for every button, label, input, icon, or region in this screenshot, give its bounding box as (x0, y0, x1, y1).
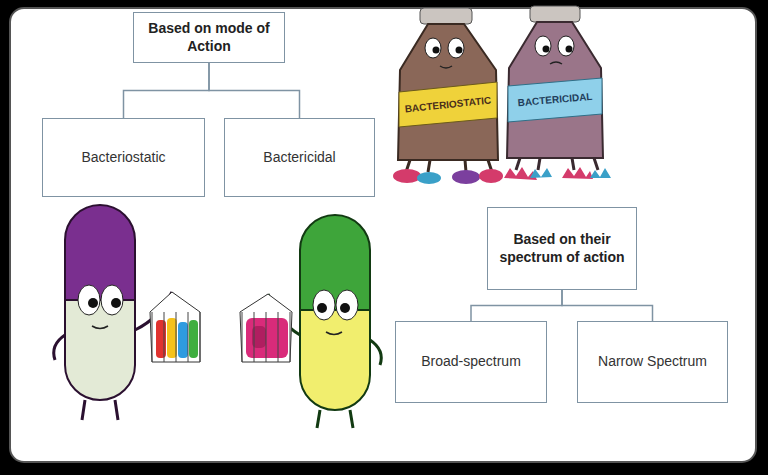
bactericidal-bottle (530, 168, 552, 178)
purple-capsule (111, 298, 121, 308)
bacteria-cage (178, 322, 188, 358)
bactericidal-bottle (558, 36, 574, 56)
green-capsule (317, 410, 353, 428)
bactericidal-bottle (516, 158, 598, 170)
bactericidal-bottle (507, 22, 603, 158)
class-label: Bactericidal (263, 149, 335, 167)
bacteriostatic-bottle (456, 47, 463, 54)
bacteriostatic-bottle (433, 47, 440, 54)
bactericidal-bottle (530, 6, 580, 22)
class-label: Bacteriostatic (81, 149, 165, 167)
bacteria-cage (246, 318, 288, 358)
frame (10, 8, 756, 462)
cage-bar (176, 312, 177, 362)
bactericidal-bottle (590, 168, 611, 178)
green-capsule (340, 303, 350, 313)
bactericidal-bottle (504, 167, 537, 180)
purple-capsule (65, 300, 135, 400)
green-capsule (370, 340, 381, 365)
green-capsule (317, 303, 327, 313)
class-box: Narrow Spectrum (577, 321, 728, 403)
bacteria-cage (150, 292, 200, 362)
class-label: Narrow Spectrum (598, 353, 707, 371)
purple-capsule (101, 285, 123, 315)
category-heading: Based on mode of Action (142, 20, 276, 55)
bacteria-cage (189, 320, 198, 358)
green-capsule (326, 332, 342, 335)
cage-bar (152, 312, 153, 362)
purple-capsule (82, 400, 118, 420)
cage-bar (200, 312, 201, 362)
cage-bar (290, 312, 291, 362)
purple-capsule (54, 335, 65, 360)
tree-connector (471, 290, 562, 321)
bactericidal-bottle (562, 167, 593, 179)
green-capsule (300, 310, 370, 410)
cage-bar (242, 312, 243, 362)
bacteria-cage (240, 294, 292, 362)
cage-bar (254, 312, 255, 362)
bacteriostatic-bottle (417, 172, 441, 184)
category-box: Based on their spectrum of action (487, 207, 637, 290)
bacteriostatic-bottle (425, 38, 441, 58)
bacteriostatic-bottle (479, 169, 503, 183)
bactericidal-bottle (504, 6, 611, 180)
cage-bar (188, 312, 189, 362)
bacteriostatic-bottle (393, 169, 421, 183)
cage-bar (266, 312, 267, 362)
bacteriostatic-bottle (440, 66, 452, 68)
cage-bars (152, 312, 290, 362)
bactericidal-bottle (550, 62, 562, 64)
cage-bar (164, 312, 165, 362)
tree-connector (562, 290, 653, 321)
class-box: Broad-spectrum (395, 321, 547, 403)
bacteriostatic-bottle (448, 38, 464, 58)
bacteriostatic-bottle (406, 160, 492, 172)
bacteria-cage (240, 294, 292, 362)
bacteriostatic-bottle (398, 24, 498, 160)
bacteriostatic-bottle (393, 8, 503, 184)
class-label: Broad-spectrum (421, 353, 521, 371)
category-box: Based on mode of Action (133, 12, 285, 63)
bactericidal-bottle (543, 46, 550, 53)
purple-capsule (78, 285, 100, 315)
class-box: Bactericidal (224, 118, 375, 197)
category-heading: Based on their spectrum of action (496, 231, 628, 266)
tree-connector (209, 63, 300, 118)
green-capsule (336, 290, 358, 320)
purple-capsule (88, 298, 98, 308)
cage-bar (278, 312, 279, 362)
purple-capsule (65, 205, 135, 300)
green-capsule (313, 290, 335, 320)
bacteria-cage (150, 292, 200, 362)
bacteriostatic-bottle (420, 8, 472, 24)
bactericidal-bottle (566, 46, 573, 53)
class-box: Bacteriostatic (42, 118, 205, 197)
tree-connector (124, 63, 210, 118)
purple-capsule (92, 326, 108, 329)
bacteriostatic-bottle (452, 170, 480, 184)
green-capsule (300, 215, 370, 310)
bactericidal-bottle (535, 36, 551, 56)
